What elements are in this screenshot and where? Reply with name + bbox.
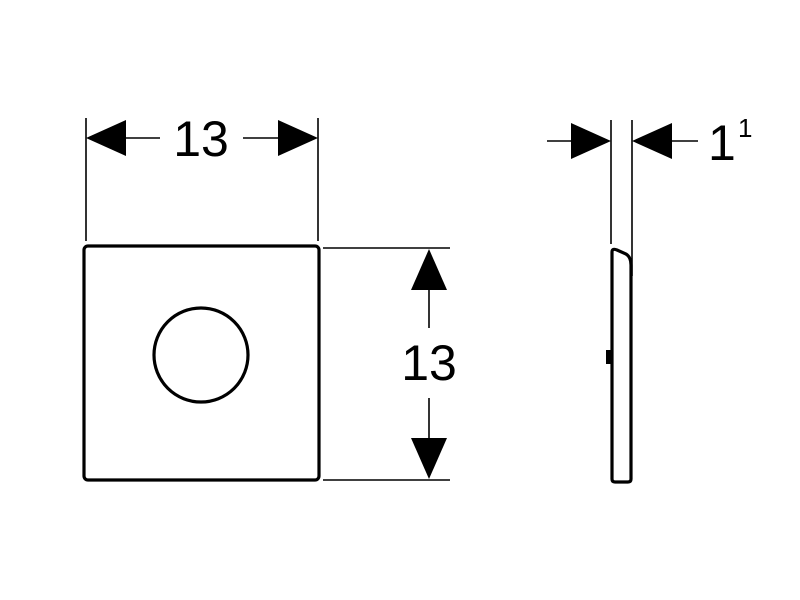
side-view-profile <box>610 247 633 484</box>
width-arrow-right-icon <box>278 120 318 156</box>
width-arrow-left-icon <box>86 120 126 156</box>
width-dimension-label: 13 <box>173 111 229 167</box>
thickness-dimension-superscript: 1 <box>738 113 752 143</box>
front-view-button-circle <box>152 306 250 404</box>
height-dimension-label: 13 <box>401 335 457 391</box>
thickness-arrow-left-icon <box>632 123 672 159</box>
height-arrow-up-icon <box>411 249 447 290</box>
side-view-tab <box>606 350 612 364</box>
thickness-arrow-right-icon <box>571 123 611 159</box>
front-view-plate <box>82 244 321 482</box>
height-arrow-down-icon <box>411 438 447 479</box>
thickness-dimension-label: 1 <box>708 115 736 171</box>
